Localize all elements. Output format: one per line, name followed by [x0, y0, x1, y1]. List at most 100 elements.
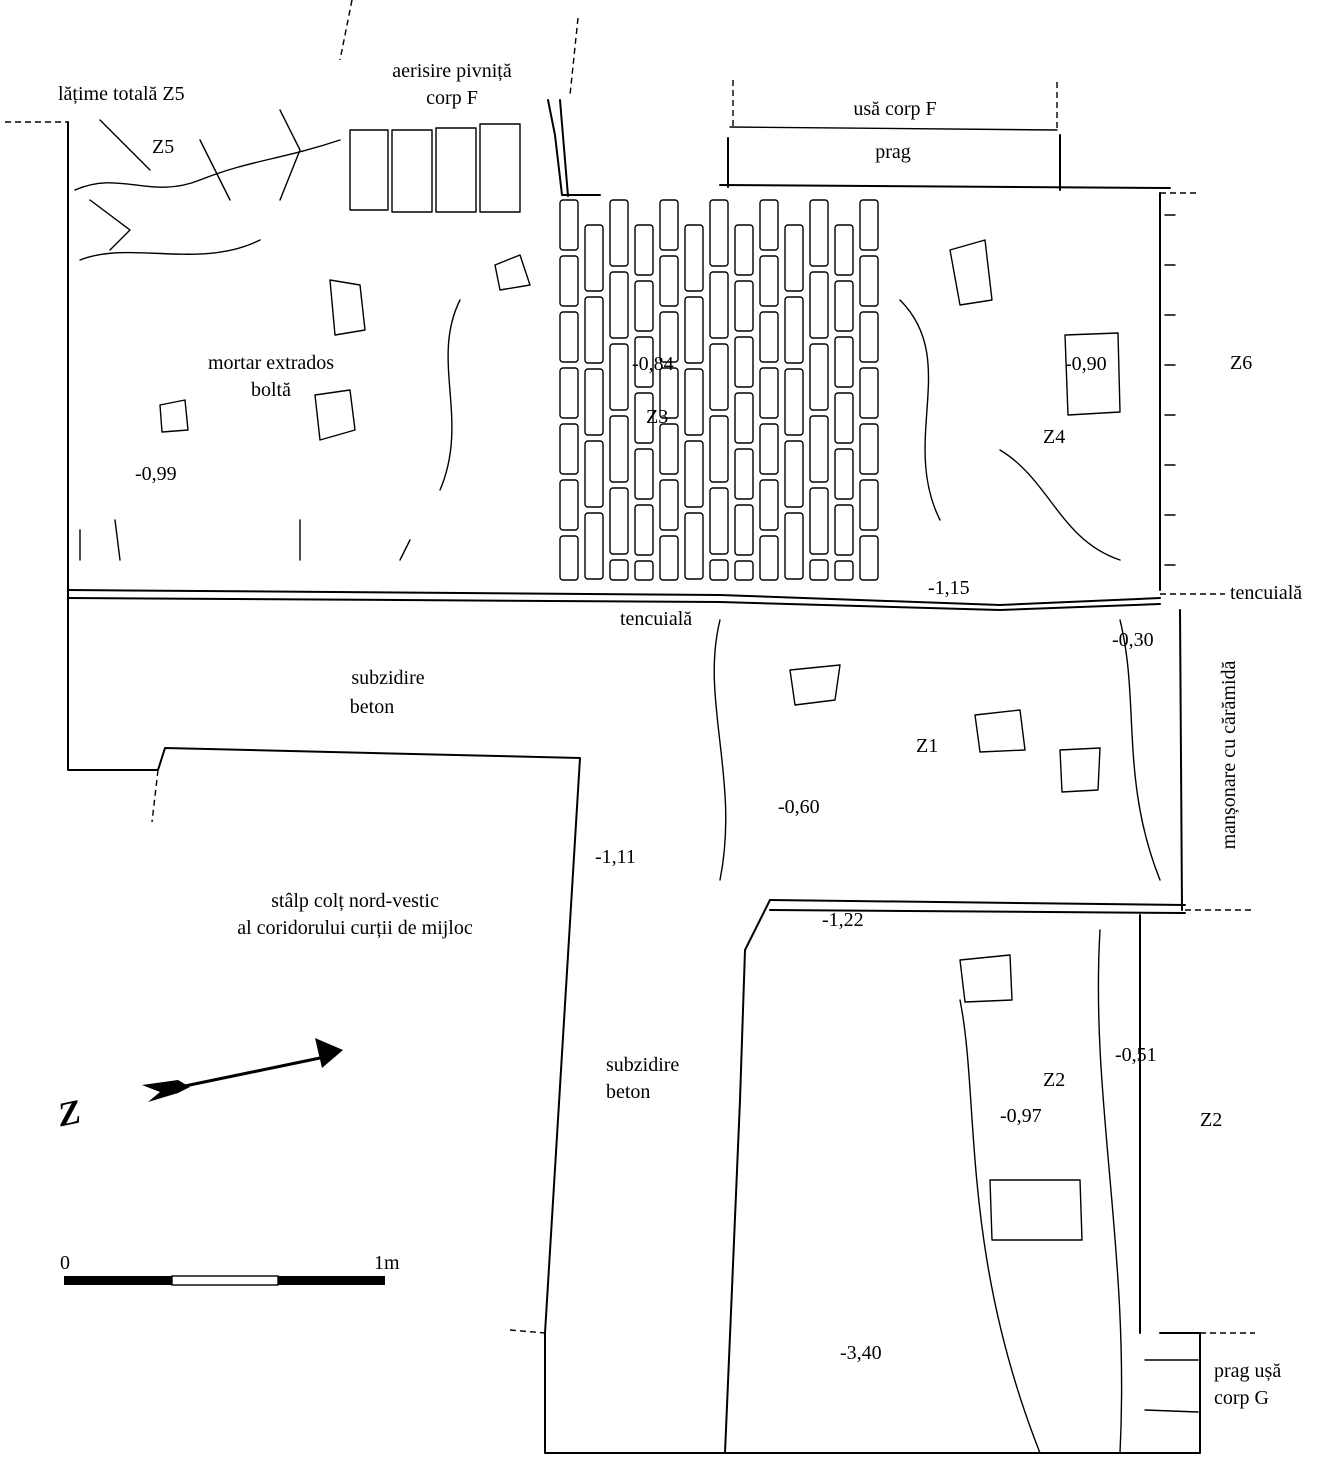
brick	[684, 368, 704, 436]
elevation-joint: -1,15	[928, 577, 970, 599]
label-z3: Z3	[646, 406, 668, 428]
brick	[659, 367, 679, 419]
label-mortar-line2: boltă	[251, 379, 291, 401]
brick	[559, 199, 579, 251]
brick	[859, 199, 879, 251]
brick	[634, 336, 654, 388]
brick	[734, 280, 754, 332]
label-tencuiala-right: tencuială	[1230, 582, 1302, 604]
brick	[609, 271, 629, 339]
label-z2-outer: Z2	[1200, 1109, 1222, 1131]
elevation-pit: -3,40	[840, 1342, 882, 1364]
brick	[784, 296, 804, 364]
label-tencuiala-left: tencuială	[620, 608, 692, 630]
brick	[859, 423, 879, 475]
brick	[584, 224, 604, 292]
brick	[584, 368, 604, 436]
pillar-outline	[67, 121, 1201, 1454]
brick	[609, 343, 629, 411]
brick	[609, 415, 629, 483]
brick	[759, 255, 779, 307]
brick	[559, 367, 579, 419]
brick	[559, 423, 579, 475]
label-z2-inner: Z2	[1043, 1069, 1065, 1091]
brick	[559, 479, 579, 531]
brick	[709, 559, 729, 581]
elevation-z1-right: -0,30	[1112, 629, 1154, 651]
brick	[709, 487, 729, 555]
label-latime-totala-z5: lățime totală Z5	[58, 83, 185, 105]
brick	[609, 487, 629, 555]
brick	[809, 199, 829, 267]
label-z1: Z1	[916, 735, 938, 757]
brick	[659, 423, 679, 475]
label-z6: Z6	[1230, 352, 1252, 374]
brick	[734, 392, 754, 444]
brick	[734, 504, 754, 556]
brick	[834, 280, 854, 332]
brick	[759, 423, 779, 475]
scale-end-label: 1m	[374, 1252, 400, 1274]
brick	[859, 479, 879, 531]
brick	[634, 560, 654, 581]
brick	[784, 440, 804, 508]
brick	[684, 512, 704, 580]
brick	[759, 479, 779, 531]
brick	[834, 392, 854, 444]
elevation-pillar: -1,11	[595, 846, 636, 868]
brick	[809, 559, 829, 581]
brick	[684, 296, 704, 364]
label-mansonare: manșonare cu cărămidă	[1218, 660, 1240, 849]
label-subzidire-top-line2: beton	[350, 696, 394, 718]
north-letter: Z	[58, 1092, 82, 1135]
scale-start-label: 0	[60, 1252, 70, 1274]
label-subzidire-bottom-line1: subzidire	[606, 1054, 679, 1076]
label-subzidire-bottom-line2: beton	[606, 1081, 650, 1103]
brick	[759, 535, 779, 581]
brick	[809, 271, 829, 339]
brick	[559, 311, 579, 363]
brick	[734, 448, 754, 500]
brick	[759, 367, 779, 419]
brick	[609, 199, 629, 267]
label-prag-usa-line1: prag ușă	[1214, 1360, 1281, 1382]
brick	[859, 311, 879, 363]
scale-bar: 0 1m	[60, 1252, 400, 1286]
scale-segment-2	[171, 1275, 279, 1286]
brick	[634, 392, 654, 444]
elevation-z1: -0,60	[778, 796, 820, 818]
labels: lățime totală Z5 Z5 aerisire pivniță cor…	[58, 60, 1302, 1409]
brick	[709, 343, 729, 411]
brick	[834, 448, 854, 500]
brick	[709, 415, 729, 483]
brick	[834, 560, 854, 581]
label-stalp-line1: stâlp colț nord-vestic	[271, 890, 439, 912]
brick	[734, 560, 754, 581]
brick	[784, 224, 804, 292]
brick	[834, 504, 854, 556]
brick	[659, 479, 679, 531]
label-subzidire-top-line1: subzidire	[351, 667, 424, 689]
elevation-z4: -0,90	[1065, 353, 1107, 375]
brick	[859, 255, 879, 307]
wall-outlines	[5, 0, 1255, 1454]
elevation-z2-right: -0,51	[1115, 1044, 1157, 1066]
brick	[659, 199, 679, 251]
brick	[734, 336, 754, 388]
label-mortar-line1: mortar extrados	[208, 352, 334, 374]
brick	[784, 368, 804, 436]
brick	[659, 535, 679, 581]
brick	[559, 255, 579, 307]
scale-segment-3	[278, 1276, 385, 1285]
brick	[634, 280, 654, 332]
brick	[684, 224, 704, 292]
brick	[859, 367, 879, 419]
brick	[634, 224, 654, 276]
label-z4: Z4	[1043, 426, 1065, 448]
masonry-texture	[74, 109, 1176, 1454]
north-arrow-icon: Z	[58, 1038, 343, 1135]
label-aerisire-line1: aerisire pivniță	[392, 60, 512, 82]
elevation-below-z1: -1,22	[822, 909, 864, 931]
brick	[709, 271, 729, 339]
